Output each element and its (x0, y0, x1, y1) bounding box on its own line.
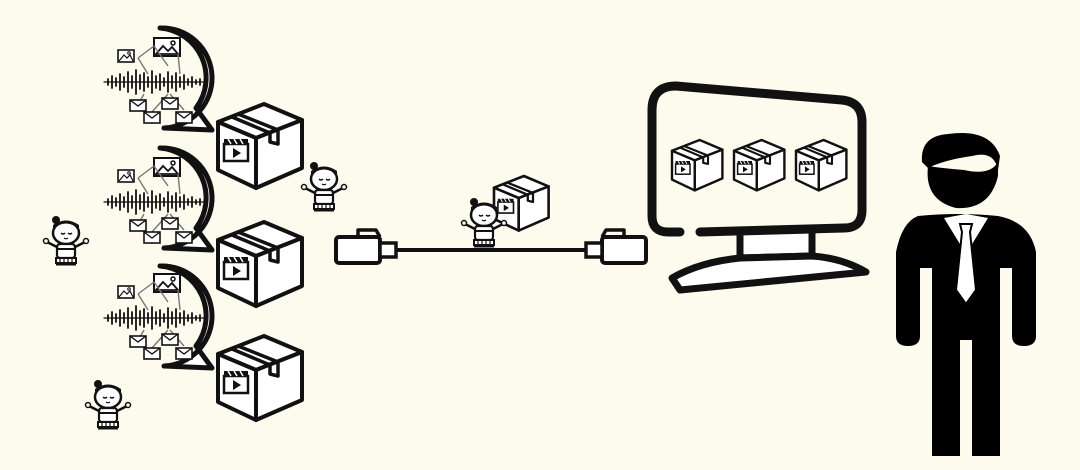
package-box-icon (732, 138, 786, 192)
mascot-character-icon (42, 214, 90, 266)
bubble-content-icons (103, 157, 207, 244)
businessman-icon (896, 132, 1036, 456)
speech-bubble-2 (103, 145, 215, 253)
mascot-character-icon (300, 160, 348, 212)
package-box-icon (216, 334, 304, 422)
speech-bubble-1 (103, 25, 215, 133)
bubble-content-icons (103, 273, 207, 360)
cable-connector-icon (584, 228, 648, 265)
package-box-icon (794, 138, 848, 192)
package-box-icon (670, 138, 724, 192)
network-cable (334, 228, 648, 265)
monitor-icon (647, 81, 870, 294)
bubble-content-icons (103, 37, 207, 124)
speech-bubble-3 (103, 263, 215, 371)
cable-connector-icon (334, 228, 398, 265)
package-box-icon (216, 220, 304, 308)
mascot-character-icon (84, 378, 132, 430)
monitor-screen-content (670, 138, 848, 192)
package-box-icon (216, 102, 304, 190)
